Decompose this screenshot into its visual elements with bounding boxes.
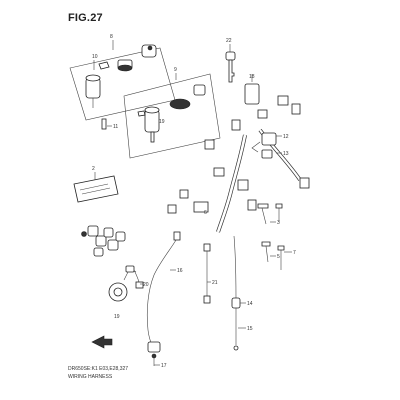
callout-15: 15 xyxy=(247,326,253,332)
connector-18-part xyxy=(244,74,260,105)
leader-lines xyxy=(93,40,292,366)
ground-lead-20 xyxy=(133,269,144,289)
lock-ring-part xyxy=(117,64,133,72)
callout-21: 21 xyxy=(212,280,218,286)
callouts: 8 10 11 9 22 18 19 12 13 2 6 3 5 7 20 16… xyxy=(92,34,296,369)
lock-plate-part xyxy=(169,98,191,110)
callout-9: 9 xyxy=(174,67,177,73)
lock-key-icon xyxy=(137,110,146,117)
lead-21-part xyxy=(203,243,211,304)
callout-8: 8 xyxy=(110,34,113,40)
forward-arrow-icon xyxy=(91,335,113,349)
callout-17: 17 xyxy=(161,363,167,369)
clamp-parts xyxy=(257,203,285,270)
label-sheet-part xyxy=(73,175,119,203)
callout-22: 22 xyxy=(226,38,232,44)
lock-cover-part xyxy=(193,84,206,96)
steering-lock-group xyxy=(123,73,221,159)
key-22-part xyxy=(225,44,236,83)
callout-6: 6 xyxy=(204,210,207,216)
callout-20: 20 xyxy=(143,282,149,288)
main-harness xyxy=(111,95,310,233)
callout-19-upper: 19 xyxy=(159,119,165,125)
callout-18: 18 xyxy=(249,74,255,80)
bolt-part xyxy=(150,131,155,143)
switch-cover-part xyxy=(141,44,157,58)
callout-10: 10 xyxy=(92,54,98,60)
ignition-switch-group xyxy=(69,44,176,130)
model-code-caption: DR650SE:K1 E03,E28,327 xyxy=(68,366,129,372)
key-icon xyxy=(98,61,110,70)
callout-2: 2 xyxy=(92,166,95,172)
bolt-11-part xyxy=(101,118,107,130)
callout-3: 3 xyxy=(277,220,280,226)
callout-14: 14 xyxy=(247,301,253,307)
sensor-14-part xyxy=(231,235,241,351)
harness-connector xyxy=(277,95,289,106)
callout-16: 16 xyxy=(177,268,183,274)
callout-7: 7 xyxy=(293,250,296,256)
callout-19-horn: 19 xyxy=(114,314,120,320)
callout-11: 11 xyxy=(113,124,118,130)
lead-16-part xyxy=(146,231,181,366)
relay-12-13-part xyxy=(251,132,277,159)
left-connector-cluster xyxy=(81,225,126,257)
horn-part xyxy=(108,265,137,302)
group-box-steering-lock xyxy=(123,73,221,159)
callout-12: 12 xyxy=(283,134,289,140)
figure-title: FIG.27 xyxy=(68,12,103,24)
diagram-name-caption: WIRING HARNESS xyxy=(68,374,113,380)
callout-5: 5 xyxy=(277,254,280,260)
callout-13: 13 xyxy=(283,151,289,157)
ignition-switch-top xyxy=(85,74,101,82)
